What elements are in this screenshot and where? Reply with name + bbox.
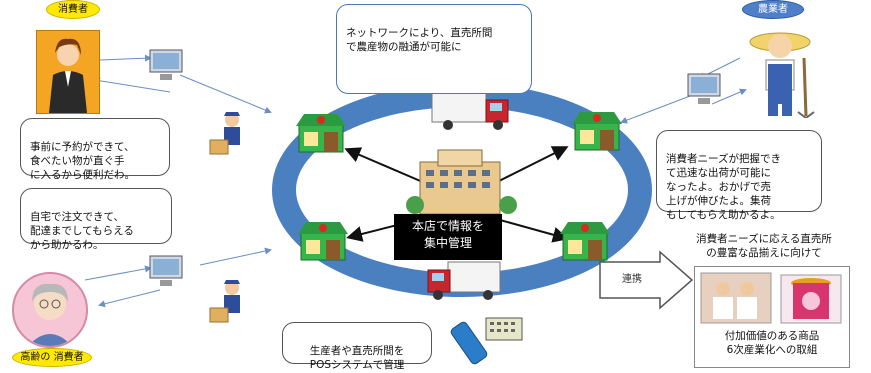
- producer-bubble: 消費者ニーズが把握でき て迅速な出荷が可能に なったよ。おかげで売 上げが伸びた…: [656, 130, 822, 221]
- computer-icon-consumer: [148, 48, 184, 86]
- delivery-person-icon-top: [208, 110, 248, 164]
- consumer-tag: 消費者: [46, 0, 100, 19]
- consumer-woman-image: [36, 30, 100, 114]
- computer-icon-elderly: [148, 254, 184, 292]
- value-added-products-panel: 付加価値のある商品 6次産業化への取組: [694, 266, 850, 368]
- arrow-center-br: [499, 219, 569, 243]
- delivery-person-icon-bottom: [208, 278, 248, 332]
- link-label: 連携: [622, 274, 642, 285]
- network-bubble-text: ネットワークにより、直売所間 で農産物の融通が可能に: [346, 27, 493, 53]
- elderly-woman-image: [12, 272, 88, 348]
- store-top-right: [572, 108, 622, 152]
- pos-bubble: 生産者や直売所間を POSシステムで管理: [282, 322, 432, 371]
- link-arrow: [599, 250, 694, 310]
- producer-tag: 農業者: [742, 0, 804, 19]
- truck-bottom-icon: [427, 261, 501, 300]
- store-top-left: [296, 110, 346, 154]
- elderly-tag: 高齢の 消費者: [12, 348, 92, 367]
- pos-scanner-icon: [450, 317, 523, 365]
- consumer-bubble-text: 事前に予約ができて、 食べたい物が直ぐ手 に入るから便利だわ。: [30, 141, 135, 181]
- pos-bubble-text: 生産者や直売所間を POSシステムで管理: [309, 345, 405, 371]
- store-bottom-right: [560, 218, 610, 262]
- consumer-bubble: 事前に予約ができて、 食べたい物が直ぐ手 に入るから便利だわ。: [20, 118, 170, 181]
- hq-label: 本店で情報を 集中管理: [394, 214, 502, 260]
- producer-bubble-text: 消費者ニーズが把握でき て迅速な出荷が可能に なったよ。おかげで売 上げが伸びた…: [666, 153, 781, 221]
- arrow-center-tl: [344, 147, 426, 184]
- farmer-image: [746, 22, 816, 120]
- right-panel-caption: 付加価値のある商品 6次産業化への取組: [724, 330, 820, 356]
- elderly-bubble: 自宅で注文できて、 配達までしてもらえる から助かるわ。: [20, 188, 172, 251]
- store-bottom-left: [298, 218, 348, 262]
- computer-icon-producer: [686, 72, 722, 110]
- products-photo: [700, 272, 842, 324]
- elderly-bubble-text: 自宅で注文できて、 配達までしてもらえる から助かるわ。: [30, 211, 134, 251]
- truck-top-icon: [431, 91, 509, 130]
- arrow-center-tr: [494, 146, 569, 184]
- right-panel-heading: 消費者ニーズに応える直売所 の豊富な品揃えに向けて: [696, 233, 832, 259]
- network-bubble: ネットワークにより、直売所間 で農産物の融通が可能に: [336, 4, 532, 94]
- headquarters-building-icon: [406, 149, 517, 215]
